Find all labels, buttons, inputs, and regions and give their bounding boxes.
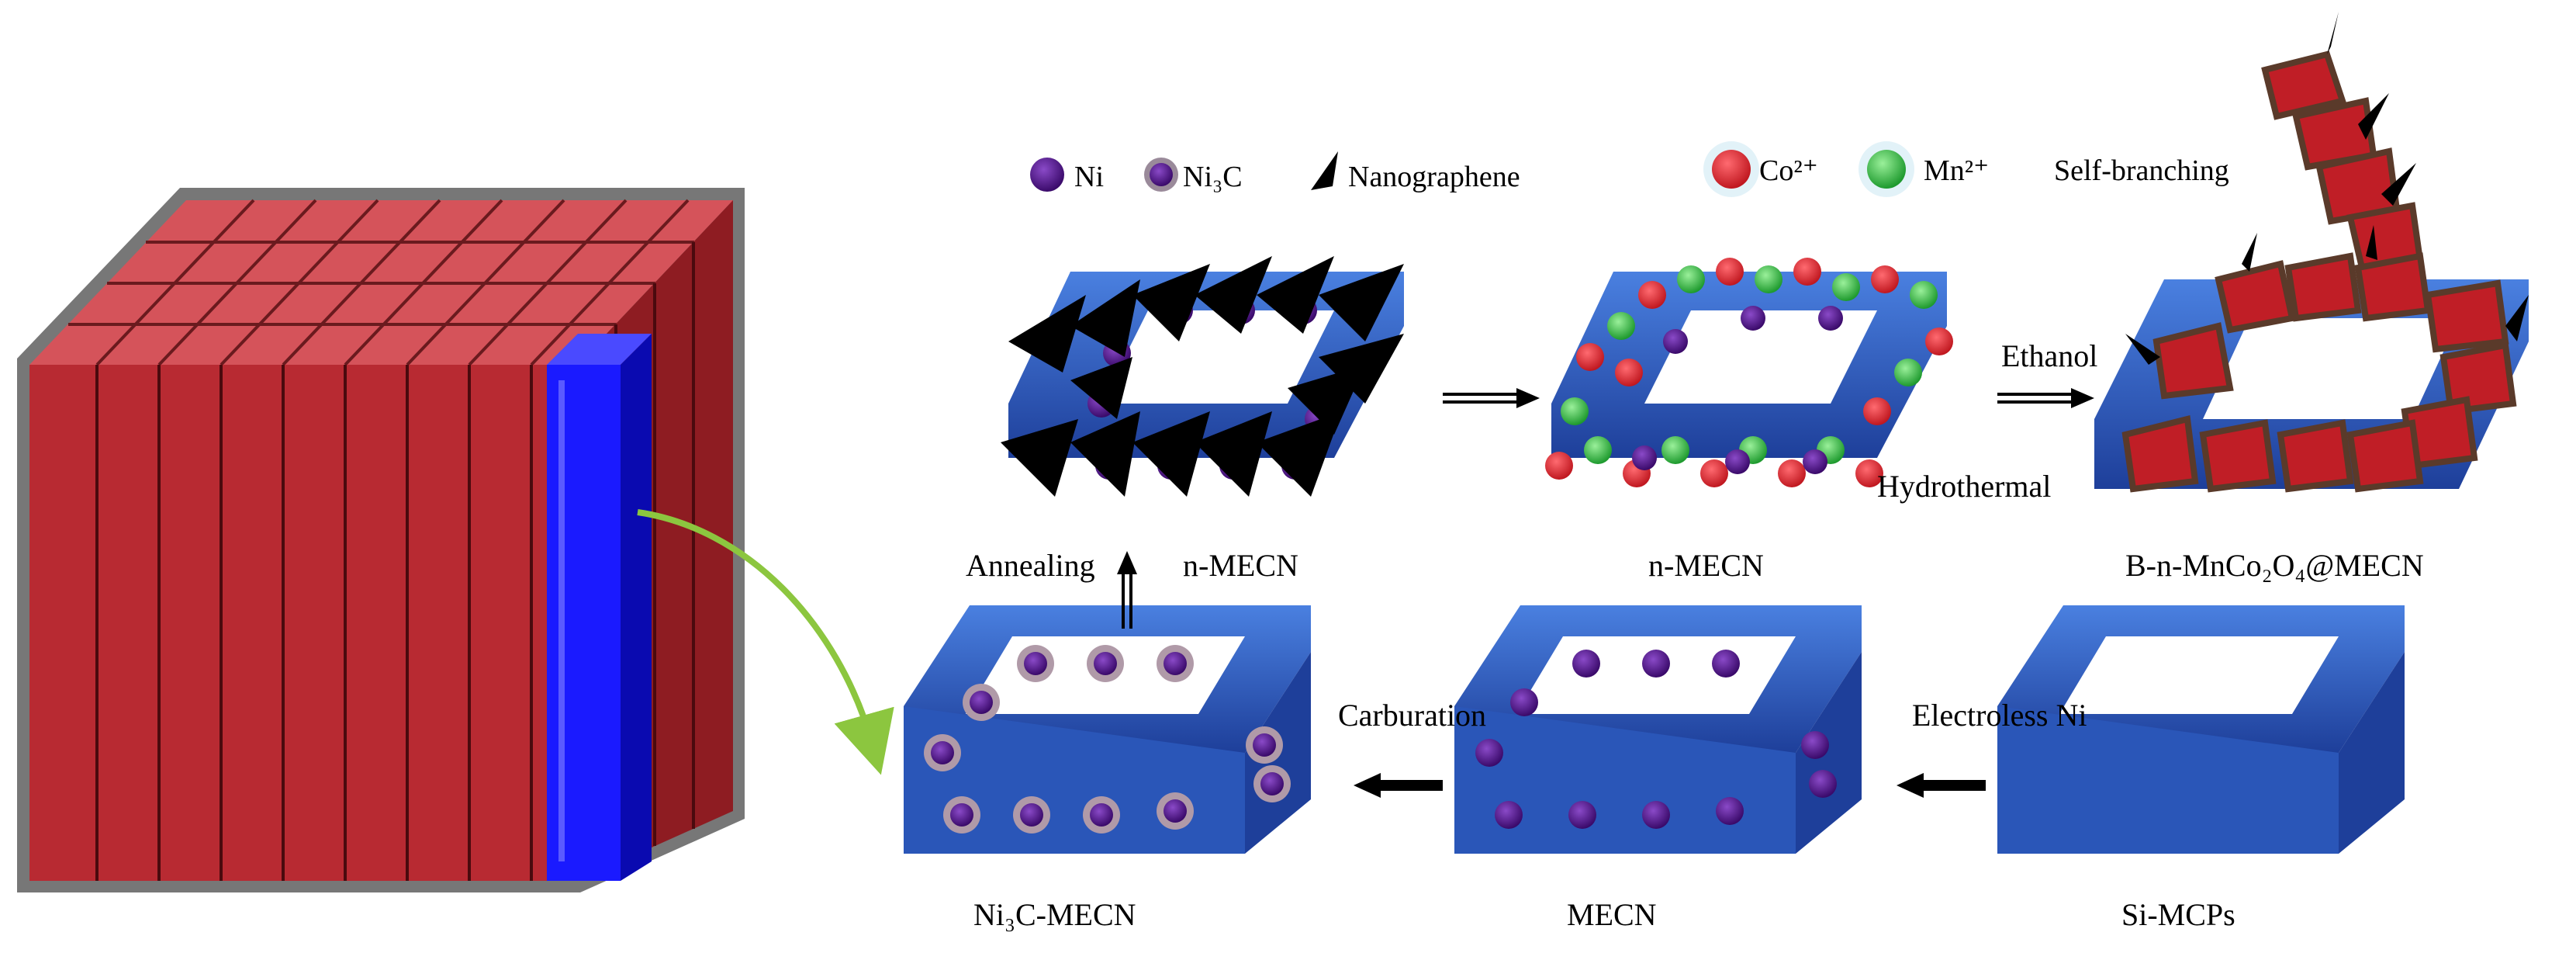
ni3c-legend-marker	[1150, 163, 1173, 186]
hydrothermal-label: Hydrothermal	[1877, 469, 2051, 504]
nanographene-legend-label: Nanographene	[1348, 161, 1520, 193]
arrow-annealed-to-coated	[1443, 388, 1540, 408]
co-legend-label: Co²⁺	[1759, 154, 1818, 187]
carburation-label: Carburation	[1338, 698, 1486, 733]
ethanol-label: Ethanol	[2001, 338, 2097, 373]
ni3c-mecn-label: Ni₃C-MECN	[973, 897, 1136, 932]
ni-legend-marker	[1030, 158, 1064, 192]
microchannel-block	[17, 188, 894, 892]
zoom-arrow	[637, 509, 894, 775]
b-n-mnco2o4-label: B-n-MnCo₂O₄@MECN	[2125, 548, 2424, 583]
arrow-simcps-to-mecn	[1897, 773, 1986, 798]
mecn-label: MECN	[1567, 897, 1657, 932]
arrow-coated-to-branched	[1997, 388, 2094, 408]
n-mecn-label-2: n-MECN	[1648, 548, 1764, 583]
electroless-ni-label: Electroless Ni	[1912, 698, 2087, 733]
legend: Ni Ni₃C Nanographene Co²⁺ Mn²⁺ Self-bran…	[1030, 12, 2424, 272]
co-mn-particles	[1545, 258, 1953, 487]
frame-mecn	[1454, 605, 1862, 854]
arrow-ni3c-up-to-annealed	[1117, 551, 1137, 629]
mnco2o4-flakes	[2121, 252, 2517, 493]
ni-legend-label: Ni	[1074, 161, 1104, 193]
nanographene-flakes	[1001, 256, 1404, 497]
frame-ni3c-mecn	[904, 605, 1311, 854]
frame-n-mecn-coated	[1545, 258, 1953, 487]
frame-si-mcps	[1997, 605, 2405, 854]
annealing-label: Annealing	[966, 548, 1095, 583]
self-branching-flakes	[2261, 12, 2424, 272]
highlighted-channel	[547, 334, 652, 881]
ni3c-legend-label: Ni₃C	[1183, 161, 1243, 193]
co-legend-marker	[1712, 150, 1751, 189]
process-arrows	[1117, 388, 2094, 798]
si-mcps-label: Si-MCPs	[2121, 897, 2235, 932]
ni-particles	[1475, 650, 1837, 829]
nanographene-legend-icon	[1311, 151, 1338, 190]
mn-legend-marker	[1867, 150, 1906, 189]
arrow-mecn-to-ni3c	[1354, 773, 1443, 798]
ni3c-particles-bottom	[924, 645, 1291, 834]
n-mecn-label-1: n-MECN	[1183, 548, 1298, 583]
mn-legend-label: Mn²⁺	[1924, 154, 1989, 187]
frame-b-n-mnco2o4	[2094, 225, 2529, 493]
self-branching-label: Self-branching	[2054, 154, 2229, 187]
frame-n-mecn-annealed	[1001, 256, 1404, 497]
